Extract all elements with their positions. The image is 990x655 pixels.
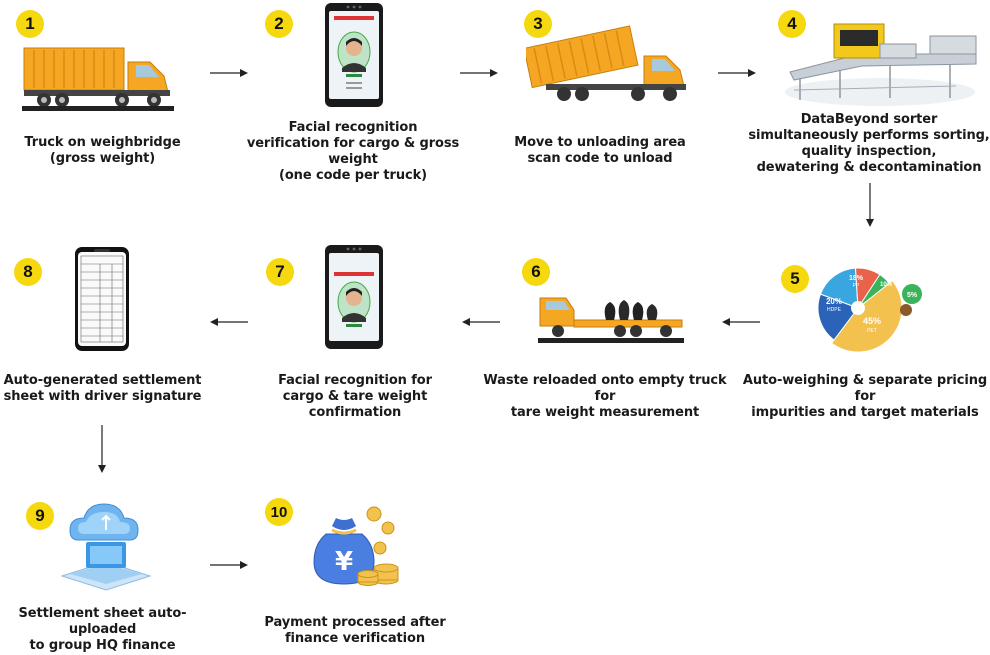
face-recognition-tablet-illustration [325, 3, 383, 107]
step-7-label: Facial recognition for cargo & tare weig… [278, 373, 432, 420]
arrow-5-to-6 [722, 318, 760, 326]
step-3-badge: 3 [524, 10, 552, 38]
pie-slice-pp-label: PP [853, 283, 860, 289]
reloaded-truck-illustration [538, 297, 684, 343]
step-7-badge: 7 [266, 258, 294, 286]
arrow-3-to-4 [718, 69, 756, 77]
arrow-4-to-5 [866, 183, 874, 227]
pie-slice-4-percent: 10% [880, 282, 893, 288]
step-1-badge: 1 [16, 10, 44, 38]
step-10-label: Payment processed after finance verifica… [264, 615, 446, 646]
step-2-label: Facial recognition verification for carg… [246, 120, 460, 183]
material-pie-illustration: 5% 45% PET 20% HDPE 18% PP 10% [817, 267, 922, 353]
unloading-truck-illustration [526, 25, 686, 101]
arrow-8-to-9 [98, 425, 106, 473]
pie-slice-hdpe-percent: 20% [826, 297, 842, 306]
step-8-label: Auto-generated settlement sheet with dri… [3, 373, 202, 404]
step-5-badge: 5 [781, 265, 809, 293]
currency-symbol-icon: ¥ [335, 547, 353, 577]
step-6-badge: 6 [522, 258, 550, 286]
step-6-label: Waste reloaded onto empty truck for tare… [483, 373, 727, 420]
step-1-label: Truck on weighbridge (gross weight) [24, 135, 181, 166]
step-10-badge: 10 [265, 498, 293, 526]
arrow-7-to-8 [210, 318, 248, 326]
pie-slice-1 [830, 279, 903, 353]
arrow-1-to-2 [210, 69, 248, 77]
step-4-badge: 4 [778, 10, 806, 38]
sorter-machine-illustration [785, 23, 977, 106]
step-8-badge: 8 [14, 258, 42, 286]
step-2-badge: 2 [265, 10, 293, 38]
step-5-label: Auto-weighing & separate pricing for imp… [742, 373, 988, 420]
step-9-label: Settlement sheet auto-uploaded to group … [18, 606, 187, 653]
arrow-2-to-3 [460, 69, 498, 77]
tare-face-recognition-tablet-illustration [325, 245, 383, 349]
pie-slice-5-percent: 5% [907, 292, 918, 299]
pie-slice-pp-percent: 18% [849, 275, 864, 282]
pie-slice-5 [857, 273, 891, 309]
cloud-upload-illustration [60, 503, 152, 591]
pie-slice-pet-label: PET [867, 328, 877, 334]
pie-slice-2 [817, 293, 859, 341]
truck-on-weighbridge-illustration [22, 47, 174, 111]
money-bag-illustration: ¥ [313, 506, 399, 586]
arrow-9-to-10 [210, 561, 248, 569]
pie-slice-pet-percent: 45% [863, 316, 881, 326]
pie-slice-hdpe-label: HDPE [827, 307, 842, 313]
step-4-label: DataBeyond sorter simultaneously perform… [748, 112, 990, 175]
settlement-sheet-phone-illustration [75, 247, 129, 351]
arrow-6-to-7 [462, 318, 500, 326]
pie-slice-3 [819, 267, 859, 309]
step-9-badge: 9 [26, 502, 54, 530]
step-3-label: Move to unloading area scan code to unlo… [514, 135, 686, 166]
